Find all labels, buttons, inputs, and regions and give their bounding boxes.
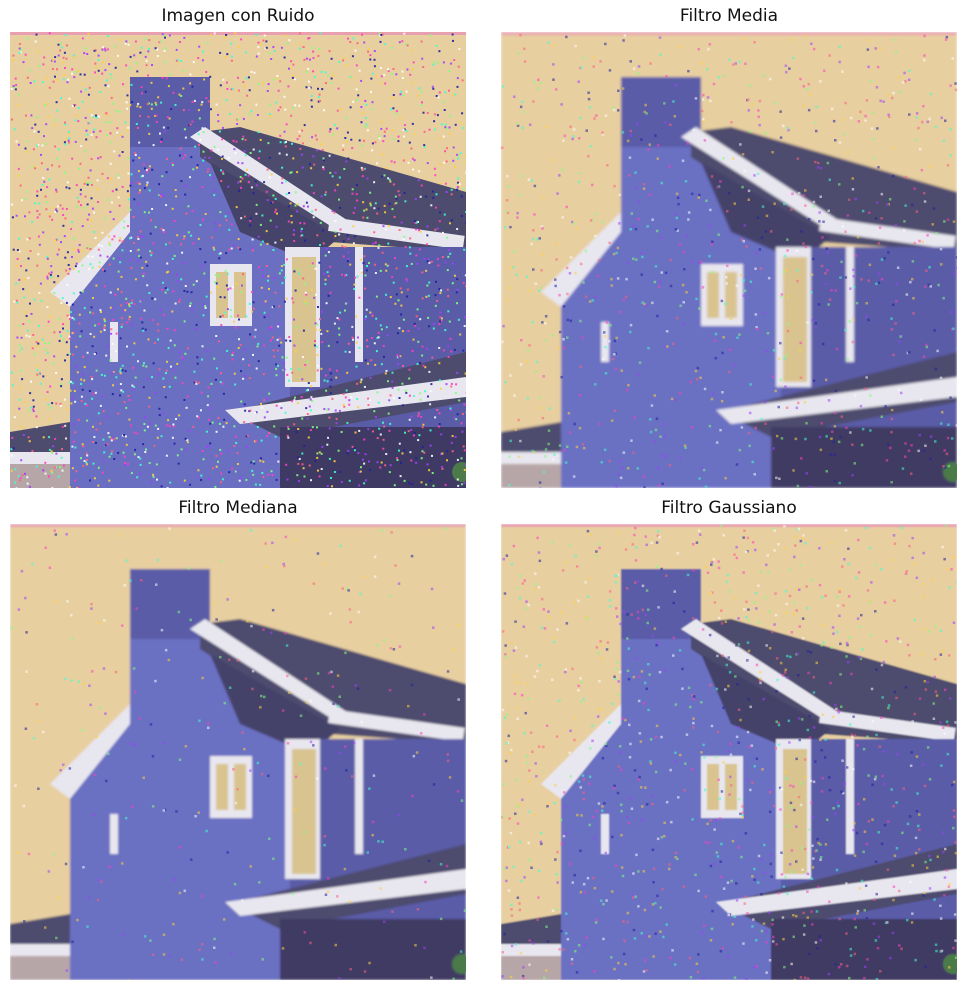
panel-gaussian-filter: Filtro Gaussiano	[501, 498, 957, 980]
panel-title: Imagen con Ruido	[161, 6, 315, 26]
panel-noisy: Imagen con Ruido	[10, 6, 466, 488]
panel-title: Filtro Gaussiano	[661, 498, 797, 518]
median-filtered-house-image	[10, 524, 466, 980]
noisy-house-image	[10, 32, 466, 488]
panel-title: Filtro Media	[679, 6, 779, 26]
panel-title: Filtro Mediana	[178, 498, 298, 518]
panel-mean-filter: Filtro Media	[501, 6, 957, 488]
panel-median-filter: Filtro Mediana	[10, 498, 466, 980]
mean-filtered-house-image	[501, 32, 957, 488]
gaussian-filtered-house-image	[501, 524, 957, 980]
